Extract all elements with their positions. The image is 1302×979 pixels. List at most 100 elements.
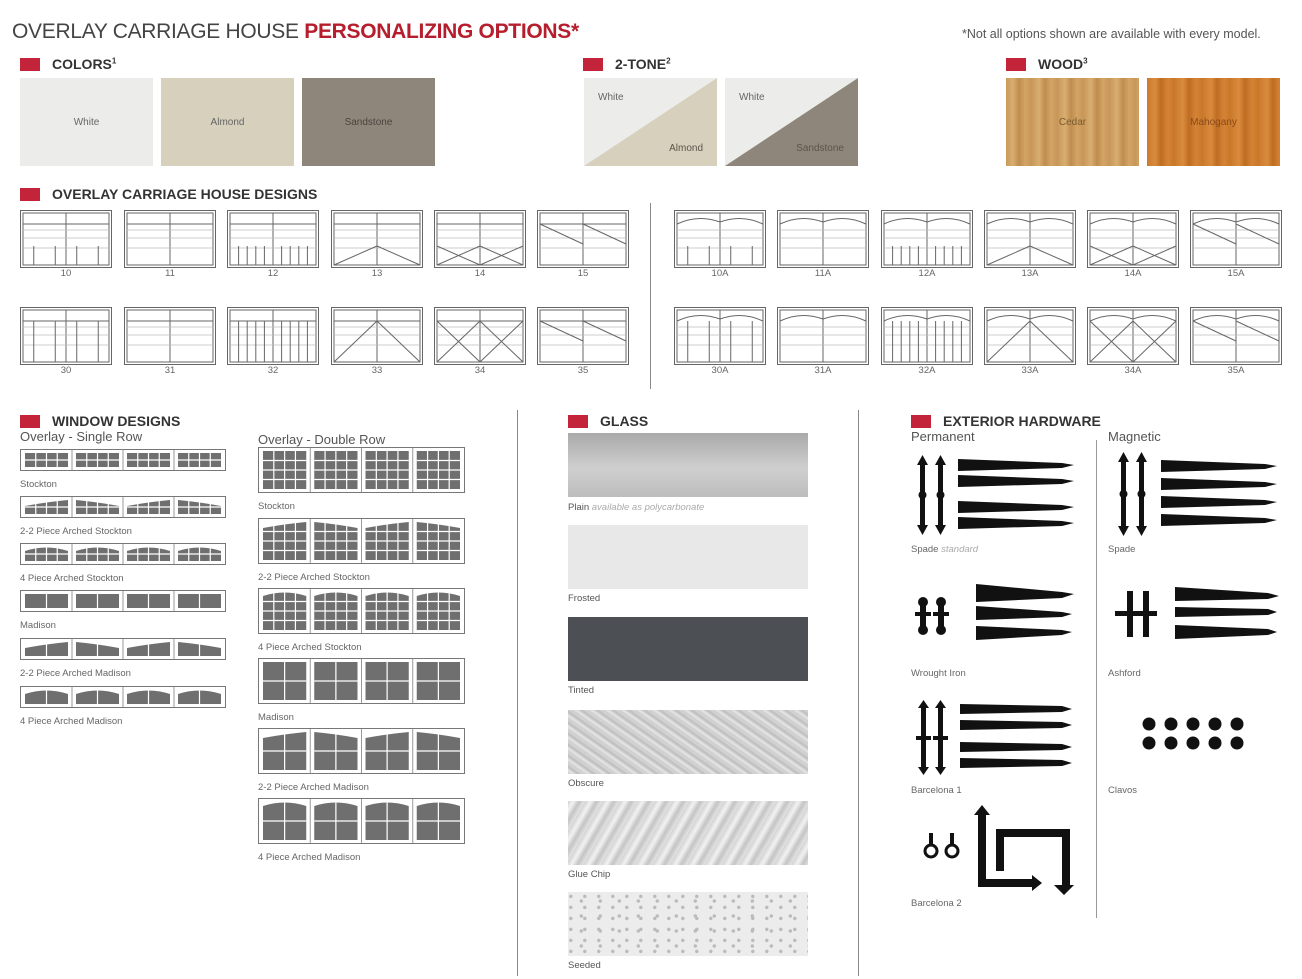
window-design-label: 2-2 Piece Arched Madison bbox=[258, 782, 369, 793]
color-swatch-almond[interactable]: Almond bbox=[161, 78, 294, 166]
door-design-number: 34 bbox=[474, 365, 486, 376]
door-design-number: 12A bbox=[918, 268, 936, 279]
color-swatch-sandstone[interactable]: Sandstone bbox=[302, 78, 435, 166]
door-design-number: 14 bbox=[474, 268, 486, 279]
door-design-13[interactable]: 13 bbox=[331, 210, 423, 279]
door-design-34[interactable]: 34 bbox=[434, 307, 526, 376]
door-design-icon bbox=[984, 307, 1076, 365]
hardware-spade-permanent[interactable] bbox=[912, 455, 1077, 540]
door-design-icon bbox=[20, 307, 112, 365]
door-design-icon bbox=[537, 307, 629, 365]
section-marker bbox=[20, 187, 40, 201]
door-design-11[interactable]: 11 bbox=[124, 210, 216, 279]
glass-swatch-seeded[interactable] bbox=[568, 892, 808, 956]
window-double-madison[interactable]: Madison bbox=[258, 658, 465, 723]
color-swatch-label: White bbox=[73, 116, 100, 128]
wood-swatch-mahogany[interactable]: Mahogany bbox=[1147, 78, 1280, 166]
single-row-title: Overlay - Single Row bbox=[20, 429, 143, 444]
color-swatch-white[interactable]: White bbox=[20, 78, 153, 166]
door-design-35[interactable]: 35 bbox=[537, 307, 629, 376]
glass-swatch-obscure[interactable] bbox=[568, 710, 808, 774]
window-double-4-piece-arched-stockton[interactable]: 4 Piece Arched Stockton bbox=[258, 588, 465, 653]
door-design-number: 15A bbox=[1227, 268, 1245, 279]
wood-swatch-cedar[interactable]: Cedar bbox=[1006, 78, 1139, 166]
window-design-label: Madison bbox=[258, 712, 294, 723]
door-design-30a[interactable]: 30A bbox=[674, 307, 766, 376]
door-design-34a[interactable]: 34A bbox=[1087, 307, 1179, 376]
glass-heading: GLASS bbox=[568, 413, 648, 429]
door-design-icon bbox=[674, 307, 766, 365]
door-design-14a[interactable]: 14A bbox=[1087, 210, 1179, 279]
two-tone-heading: 2-TONE2 bbox=[583, 56, 671, 72]
door-design-30[interactable]: 30 bbox=[20, 307, 112, 376]
glass-swatch-glue-chip[interactable] bbox=[568, 801, 808, 865]
window-double-4-piece-arched-madison[interactable]: 4 Piece Arched Madison bbox=[258, 798, 465, 863]
door-design-31a[interactable]: 31A bbox=[777, 307, 869, 376]
door-design-32[interactable]: 32 bbox=[227, 307, 319, 376]
hardware-label-spade-permanent: Spade standard bbox=[911, 544, 978, 555]
door-design-number: 13 bbox=[371, 268, 383, 279]
two-tone-heading-text: 2-TONE bbox=[615, 56, 667, 72]
window-design-icon bbox=[258, 588, 465, 634]
window-design-icon bbox=[20, 496, 226, 518]
hardware-spade-magnetic[interactable] bbox=[1113, 452, 1281, 541]
hardware-clavos[interactable] bbox=[1140, 716, 1246, 757]
hardware-ashford[interactable] bbox=[1113, 585, 1281, 650]
window-single-2-2-piece-arched-madison[interactable]: 2-2 Piece Arched Madison bbox=[20, 638, 226, 679]
door-design-12a[interactable]: 12A bbox=[881, 210, 973, 279]
door-design-13a[interactable]: 13A bbox=[984, 210, 1076, 279]
window-design-label: 4 Piece Arched Madison bbox=[20, 716, 123, 727]
door-design-number: 15 bbox=[577, 268, 589, 279]
door-design-icon bbox=[434, 210, 526, 268]
door-design-number: 11 bbox=[165, 268, 175, 279]
door-design-31[interactable]: 31 bbox=[124, 307, 216, 376]
colors-heading: COLORS1 bbox=[20, 56, 116, 72]
door-design-icon bbox=[777, 210, 869, 268]
window-single-madison[interactable]: Madison bbox=[20, 590, 226, 631]
door-design-number: 35 bbox=[577, 365, 589, 376]
glass-swatch-frosted[interactable] bbox=[568, 525, 808, 589]
door-design-35a[interactable]: 35A bbox=[1190, 307, 1282, 376]
door-design-15[interactable]: 15 bbox=[537, 210, 629, 279]
two-tone-top-label: White bbox=[598, 92, 624, 103]
door-design-33a[interactable]: 33A bbox=[984, 307, 1076, 376]
glass-swatch-tinted[interactable] bbox=[568, 617, 808, 681]
two-tone-bottom-label: Almond bbox=[669, 143, 703, 154]
window-single-stockton[interactable]: Stockton bbox=[20, 449, 226, 490]
hardware-barcelona-1[interactable] bbox=[912, 700, 1077, 780]
door-design-icon bbox=[331, 307, 423, 365]
window-single-4-piece-arched-stockton[interactable]: 4 Piece Arched Stockton bbox=[20, 543, 226, 584]
door-design-10a[interactable]: 10A bbox=[674, 210, 766, 279]
door-design-10[interactable]: 10 bbox=[20, 210, 112, 279]
two-tone-footnote: 2 bbox=[666, 56, 671, 66]
two-tone-top-label: White bbox=[739, 92, 765, 103]
hardware-wrought-iron[interactable] bbox=[912, 582, 1077, 655]
designs-heading-text: OVERLAY CARRIAGE HOUSE DESIGNS bbox=[52, 186, 318, 202]
section-marker bbox=[20, 414, 40, 428]
door-design-12[interactable]: 12 bbox=[227, 210, 319, 279]
door-design-11a[interactable]: 11A bbox=[777, 210, 869, 279]
door-design-icon bbox=[674, 210, 766, 268]
hardware-label-text: Spade bbox=[911, 544, 939, 555]
permanent-title: Permanent bbox=[911, 429, 975, 444]
window-single-4-piece-arched-madison[interactable]: 4 Piece Arched Madison bbox=[20, 686, 226, 727]
hardware-label-barcelona-2: Barcelona 2 bbox=[911, 898, 962, 909]
window-double-2-2-piece-arched-stockton[interactable]: 2-2 Piece Arched Stockton bbox=[258, 518, 465, 583]
designs-heading: OVERLAY CARRIAGE HOUSE DESIGNS bbox=[20, 186, 317, 202]
door-design-14[interactable]: 14 bbox=[434, 210, 526, 279]
door-design-number: 11A bbox=[814, 268, 832, 279]
window-design-label: 2-2 Piece Arched Stockton bbox=[20, 526, 132, 537]
window-design-icon bbox=[20, 638, 226, 660]
hardware-barcelona-2[interactable] bbox=[922, 805, 1082, 900]
window-double-2-2-piece-arched-madison[interactable]: 2-2 Piece Arched Madison bbox=[258, 728, 465, 793]
window-double-stockton[interactable]: Stockton bbox=[258, 447, 465, 512]
door-design-33[interactable]: 33 bbox=[331, 307, 423, 376]
door-design-15a[interactable]: 15A bbox=[1190, 210, 1282, 279]
window-single-2-2-piece-arched-stockton[interactable]: 2-2 Piece Arched Stockton bbox=[20, 496, 226, 537]
door-design-32a[interactable]: 32A bbox=[881, 307, 973, 376]
glass-swatch-plain[interactable] bbox=[568, 433, 808, 497]
door-design-icon bbox=[984, 210, 1076, 268]
glass-left-divider bbox=[517, 410, 518, 976]
